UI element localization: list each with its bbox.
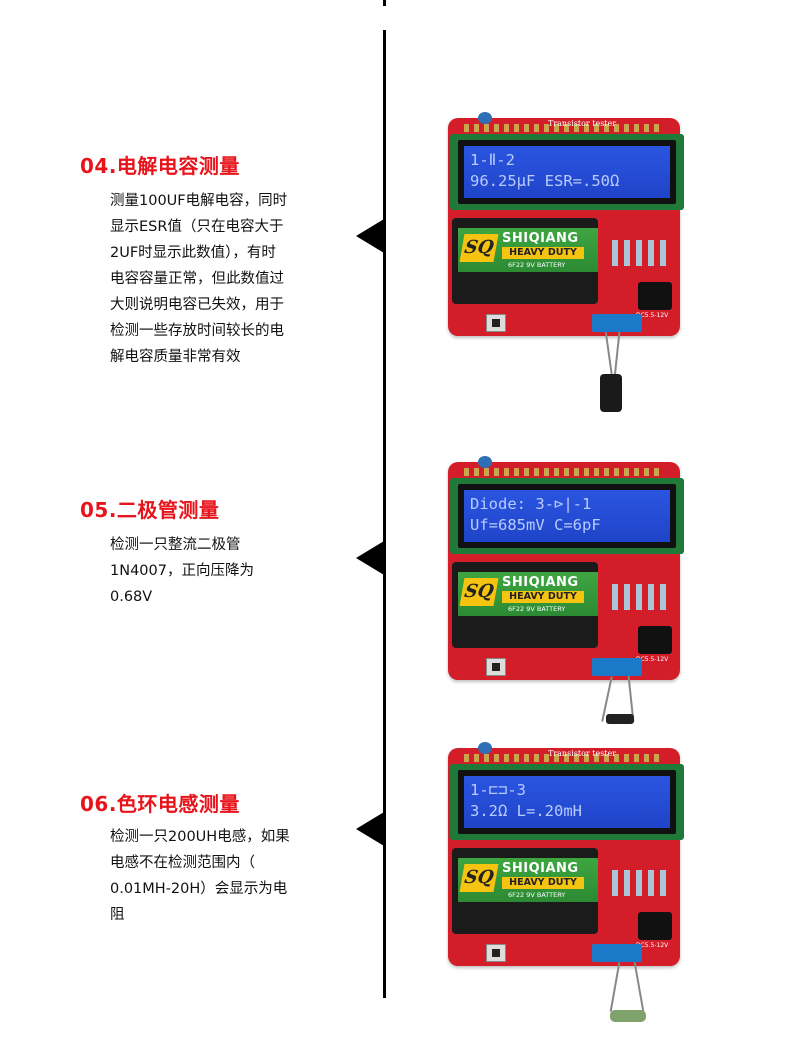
battery-brand: SHIQIANG	[502, 231, 579, 246]
battery-logo: SQ	[459, 864, 499, 892]
section-desc-diode: 检测一只整流二极管 1N4007，正向压降为 0.68V	[110, 537, 254, 605]
battery-logo: SQ	[459, 578, 499, 606]
pin-header	[464, 754, 664, 762]
resistor-array	[612, 870, 666, 896]
lcd-screen: 1-Ⅱ-2 96.25μF ESR=.50Ω	[464, 146, 670, 198]
battery-duty: HEAVY DUTY	[502, 247, 584, 259]
dc-jack	[638, 912, 672, 940]
test-button	[486, 314, 506, 332]
timeline-pointer-1	[356, 219, 384, 253]
battery-spec: 6F22 9V BATTERY	[508, 605, 566, 613]
timeline-pointer-3	[356, 812, 384, 846]
battery: SQ SHIQIANG HEAVY DUTY 6F22 9V BATTERY	[452, 218, 598, 304]
section-desc-inductor: 检测一只200UH电感，如果 电感不在检测范围内（ 0.01MH-20H）会显示…	[110, 829, 290, 923]
battery-spec: 6F22 9V BATTERY	[508, 891, 566, 899]
inductor-component	[610, 1010, 646, 1022]
lcd-screen: Diode: 3-⊳|-1 Uf=685mV C=6pF	[464, 490, 670, 542]
lcd-module: 1-Ⅱ-2 96.25μF ESR=.50Ω	[450, 134, 684, 210]
capacitor-component	[600, 374, 622, 412]
lcd-line-2: 3.2Ω L=.20mH	[470, 802, 582, 820]
test-button	[486, 658, 506, 676]
pin-header	[464, 468, 664, 476]
lcd-screen: 1-⊏⊐-3 3.2Ω L=.20mH	[464, 776, 670, 828]
battery-brand: SHIQIANG	[502, 861, 579, 876]
device-photo-inductor: Transistor tester 1-⊏⊐-3 3.2Ω L=.20mH SQ…	[440, 742, 690, 1022]
lcd-line-1: 1-⊏⊐-3	[470, 781, 526, 799]
device-photo-capacitor: Transistor tester 1-Ⅱ-2 96.25μF ESR=.50Ω…	[440, 112, 690, 412]
timeline-line	[383, 30, 386, 998]
potentiometer	[478, 456, 492, 468]
dc-jack	[638, 282, 672, 310]
section-title-capacitor: 04.电解电容测量	[80, 154, 240, 178]
battery-logo: SQ	[459, 234, 499, 262]
timeline-top-tick	[383, 0, 386, 6]
section-title-inductor: 06.色环电感测量	[80, 792, 240, 816]
dc-jack	[638, 626, 672, 654]
pcb-title: Transistor tester	[548, 119, 617, 128]
lcd-line-2: 96.25μF ESR=.50Ω	[470, 172, 620, 190]
battery-spec: 6F22 9V BATTERY	[508, 261, 566, 269]
pin-header	[464, 124, 664, 132]
potentiometer	[478, 742, 492, 754]
test-button	[486, 944, 506, 962]
test-terminal	[592, 944, 642, 962]
pcb-title: Transistor tester	[548, 749, 617, 758]
battery-brand: SHIQIANG	[502, 575, 579, 590]
dc-jack-label: DC5.5-12V	[636, 312, 669, 319]
lcd-module: 1-⊏⊐-3 3.2Ω L=.20mH	[450, 764, 684, 840]
battery-duty: HEAVY DUTY	[502, 591, 584, 603]
resistor-array	[612, 240, 666, 266]
lcd-line-1: 1-Ⅱ-2	[470, 151, 515, 169]
dc-jack-label: DC5.5-12V	[636, 656, 669, 663]
test-terminal	[592, 658, 642, 676]
battery: SQ SHIQIANG HEAVY DUTY 6F22 9V BATTERY	[452, 848, 598, 934]
lcd-line-1: Diode: 3-⊳|-1	[470, 495, 592, 513]
timeline-pointer-2	[356, 541, 384, 575]
diode-component	[606, 714, 634, 724]
lcd-line-2: Uf=685mV C=6pF	[470, 516, 601, 534]
potentiometer	[478, 112, 492, 124]
dc-jack-label: DC5.5-12V	[636, 942, 669, 949]
section-desc-capacitor: 测量100UF电解电容，同时 显示ESR值（只在电容大于 2UF时显示此数值），…	[110, 193, 288, 365]
test-terminal	[592, 314, 642, 332]
battery: SQ SHIQIANG HEAVY DUTY 6F22 9V BATTERY	[452, 562, 598, 648]
section-title-diode: 05.二极管测量	[80, 498, 220, 522]
device-photo-diode: Diode: 3-⊳|-1 Uf=685mV C=6pF SQ SHIQIANG…	[440, 456, 690, 724]
resistor-array	[612, 584, 666, 610]
lcd-module: Diode: 3-⊳|-1 Uf=685mV C=6pF	[450, 478, 684, 554]
battery-duty: HEAVY DUTY	[502, 877, 584, 889]
